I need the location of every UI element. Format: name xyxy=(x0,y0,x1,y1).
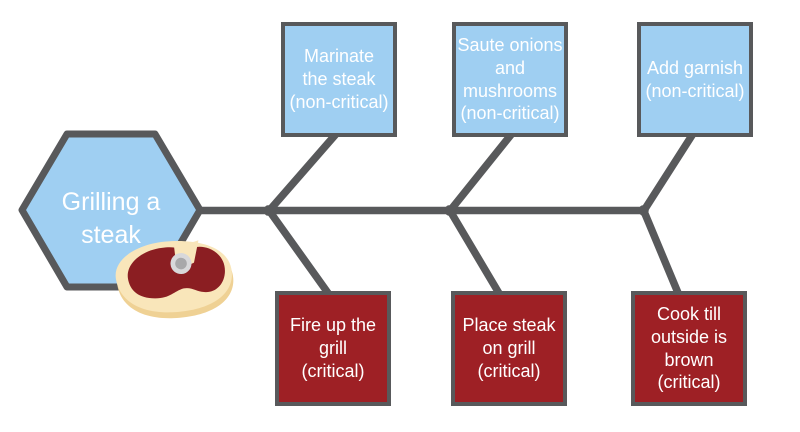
steak-bone-inner xyxy=(175,257,187,270)
branch-line-bottom-2 xyxy=(445,205,507,304)
steak-illustration xyxy=(115,240,234,319)
step-label: Place steak on grill (critical) xyxy=(462,315,556,381)
step-box-saute-onions-mushrooms: Saute onions and mushrooms (non-critical… xyxy=(452,22,568,137)
branch-line-top-2 xyxy=(445,122,522,216)
step-label: Cook till outside is brown (critical) xyxy=(650,303,728,393)
step-box-add-garnish: Add garnish (non-critical) xyxy=(637,22,753,137)
step-label: Saute onions and mushrooms (non-critical… xyxy=(457,34,563,124)
branch-line-bottom-1 xyxy=(264,205,337,304)
step-label: Add garnish (non-critical) xyxy=(645,57,745,101)
step-box-cook-till-brown: Cook till outside is brown (critical) xyxy=(631,291,747,406)
branch-line-top-3 xyxy=(639,122,702,216)
step-box-place-steak-on-grill: Place steak on grill (critical) xyxy=(451,291,567,406)
step-box-marinate-steak: Marinate the steak (non-critical) xyxy=(281,22,397,137)
branch-line-bottom-3 xyxy=(639,205,685,304)
step-label: Fire up the grill (critical) xyxy=(289,315,377,381)
branch-line-top-1 xyxy=(264,122,347,216)
step-label: Marinate the steak (non-critical) xyxy=(289,46,389,112)
step-box-fire-up-grill: Fire up the grill (critical) xyxy=(275,291,391,406)
